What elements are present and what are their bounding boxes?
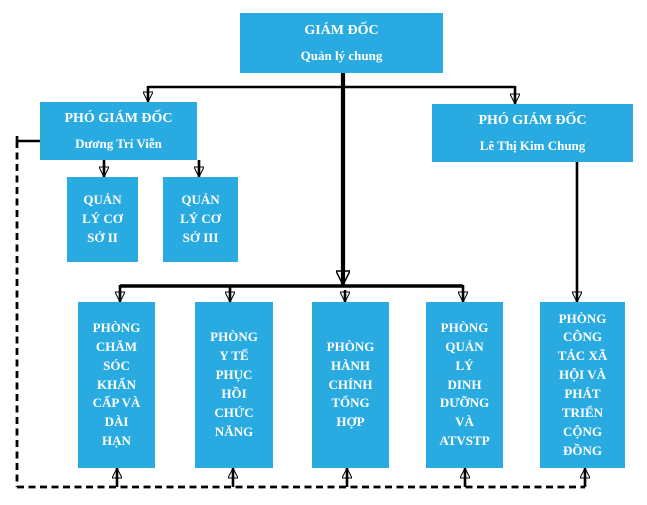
- dashed-feedback-loop: [15, 136, 585, 489]
- node-dept-general-administration: PHÒNG HÀNH CHÍNH TỔNG HỢP: [312, 302, 389, 468]
- dept-general-administration-label: PHÒNG HÀNH CHÍNH TỔNG HỢP: [326, 338, 375, 430]
- director-subtitle: Quản lý chung: [300, 47, 383, 63]
- dept-medical-rehabilitation-label: PHÒNG Y TẾ PHỤC HỒI CHỨC NĂNG: [210, 329, 258, 439]
- dept-emergency-longterm-care-label: PHÒNG CHĂM SÓC KHẨN CẤP VÀ DÀI HẠN: [92, 320, 141, 449]
- edge-deputy-left-to-facilities: [104, 160, 199, 177]
- deputy-right-subtitle: Lê Thị Kim Chung: [479, 137, 586, 153]
- node-dept-nutrition-food-safety: PHÒNG QUẢN LÝ DINH DƯỠNG VÀ ATVSTP: [426, 302, 503, 468]
- node-facility-ii: QUẢN LÝ CƠ SỞ II: [67, 177, 138, 262]
- node-deputy-right: PHÓ GIÁM ĐỐC Lê Thị Kim Chung: [432, 104, 633, 162]
- facility-ii-label: QUẢN LÝ CƠ SỞ II: [82, 192, 123, 245]
- deputy-left-subtitle: Dương Trí Viễn: [75, 135, 162, 151]
- edge-director-to-departments: [120, 73, 463, 302]
- node-director: GIÁM ĐỐC Quản lý chung: [240, 13, 443, 73]
- node-facility-iii: QUẢN LÝ CƠ SỞ III: [163, 177, 238, 262]
- dept-nutrition-food-safety-label: PHÒNG QUẢN LÝ DINH DƯỠNG VÀ ATVSTP: [439, 320, 490, 449]
- deputy-left-title: PHÓ GIÁM ĐỐC: [64, 111, 173, 127]
- facility-iii-label: QUẢN LÝ CƠ SỞ III: [180, 192, 221, 245]
- node-dept-emergency-longterm-care: PHÒNG CHĂM SÓC KHẨN CẤP VÀ DÀI HẠN: [78, 302, 155, 468]
- edge-director-to-deputies: [148, 85, 515, 104]
- director-title: GIÁM ĐỐC: [304, 23, 379, 39]
- deputy-right-title: PHÓ GIÁM ĐỐC: [478, 113, 587, 129]
- dept-social-work-community-label: PHÒNG CÔNG TÁC XÃ HỘI VÀ PHÁT TRIỂN CỘNG…: [557, 310, 608, 458]
- node-deputy-left: PHÓ GIÁM ĐỐC Dương Trí Viễn: [40, 102, 197, 160]
- node-dept-social-work-community: PHÒNG CÔNG TÁC XÃ HỘI VÀ PHÁT TRIỂN CỘNG…: [540, 302, 625, 468]
- node-dept-medical-rehabilitation: PHÒNG Y TẾ PHỤC HỒI CHỨC NĂNG: [195, 302, 273, 468]
